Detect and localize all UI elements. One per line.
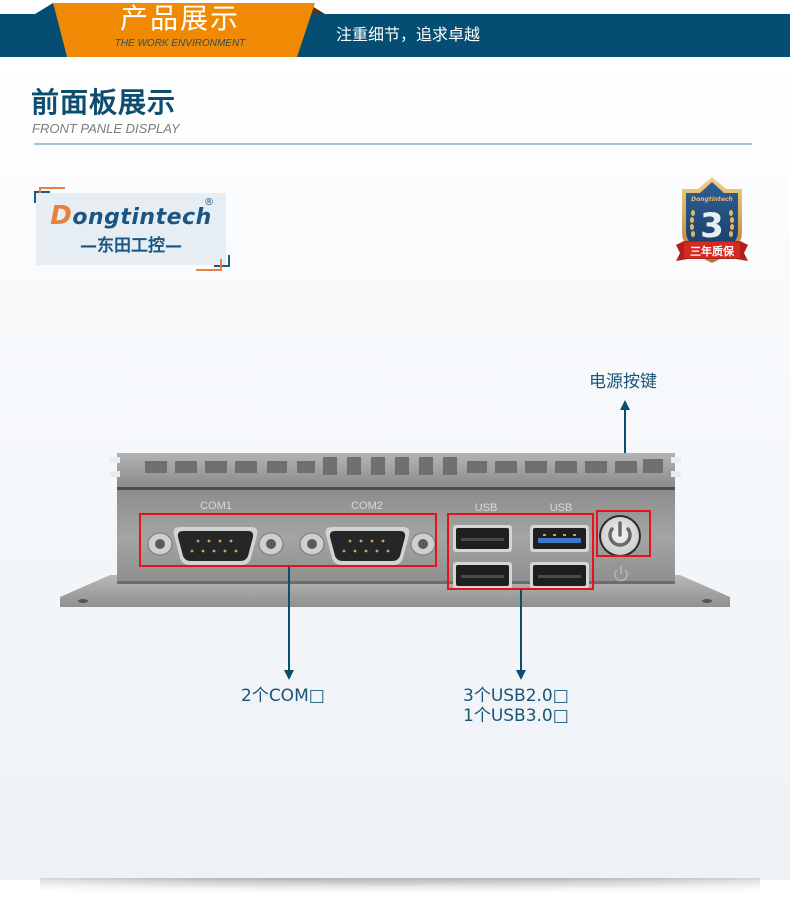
banner-slogan: 注重细节，追求卓越 [336, 25, 481, 44]
section-subtitle: FRONT PANLE DISPLAY [32, 121, 180, 136]
com-callout-line [288, 567, 290, 670]
usb-callout-line [520, 590, 522, 670]
logo-corner-decoration [34, 191, 50, 203]
banner-subtitle: THE WORK ENVIRONMENT [114, 38, 246, 49]
banner-title: 产品展示 [119, 2, 240, 35]
svg-text:三年质保: 三年质保 [690, 244, 735, 258]
section-divider [34, 143, 752, 145]
power-button-icon [599, 515, 641, 557]
header-banner-tab: 产品展示 THE WORK ENVIRONMENT [35, 0, 325, 57]
logo-corner-decoration [214, 255, 230, 267]
usb-label-left: USB [474, 502, 498, 514]
arrow-up-icon [620, 400, 630, 410]
com1-port [147, 527, 284, 565]
mini-pc-front-panel: COM1 COM2 USB USB [55, 445, 735, 620]
com2-port [299, 527, 436, 565]
usb-callout-label-2: 1个USB3.0□ [463, 706, 569, 726]
panel-shadow [40, 878, 760, 894]
com-ports-highlight [139, 513, 437, 567]
registered-mark: ® [204, 197, 214, 208]
logo-brand-text: Dongtintech [50, 201, 212, 231]
com1-label: COM1 [200, 500, 232, 512]
power-indicator-icon [614, 566, 628, 582]
usb-ports-highlight [447, 513, 594, 590]
device-body [60, 453, 730, 607]
logo-corner-decoration [196, 259, 222, 271]
com2-label: COM2 [351, 500, 383, 512]
logo-cn-text: —东田工控— [80, 236, 182, 256]
usb-label-right: USB [549, 502, 573, 514]
svg-text:Dongtintech: Dongtintech [691, 196, 733, 203]
svg-text:3: 3 [700, 206, 724, 246]
usb-callout-label-1: 3个USB2.0□ [463, 686, 569, 706]
warranty-badge: Dongtintech 3 三年质保 [674, 175, 750, 269]
power-button-highlight [596, 510, 651, 557]
arrow-down-icon [284, 670, 294, 680]
section-title: 前面板展示 [31, 86, 177, 119]
banner-tab-shape [35, 3, 325, 57]
warranty-shield-icon: Dongtintech 3 三年质保 [676, 177, 748, 263]
power-button-label: 电源按键 [589, 372, 657, 392]
brand-logo: Dongtintech ® —东田工控— [36, 193, 226, 265]
arrow-down-icon [516, 670, 526, 680]
com-callout-label: 2个COM□ [241, 686, 325, 706]
usb-ports [453, 525, 589, 589]
